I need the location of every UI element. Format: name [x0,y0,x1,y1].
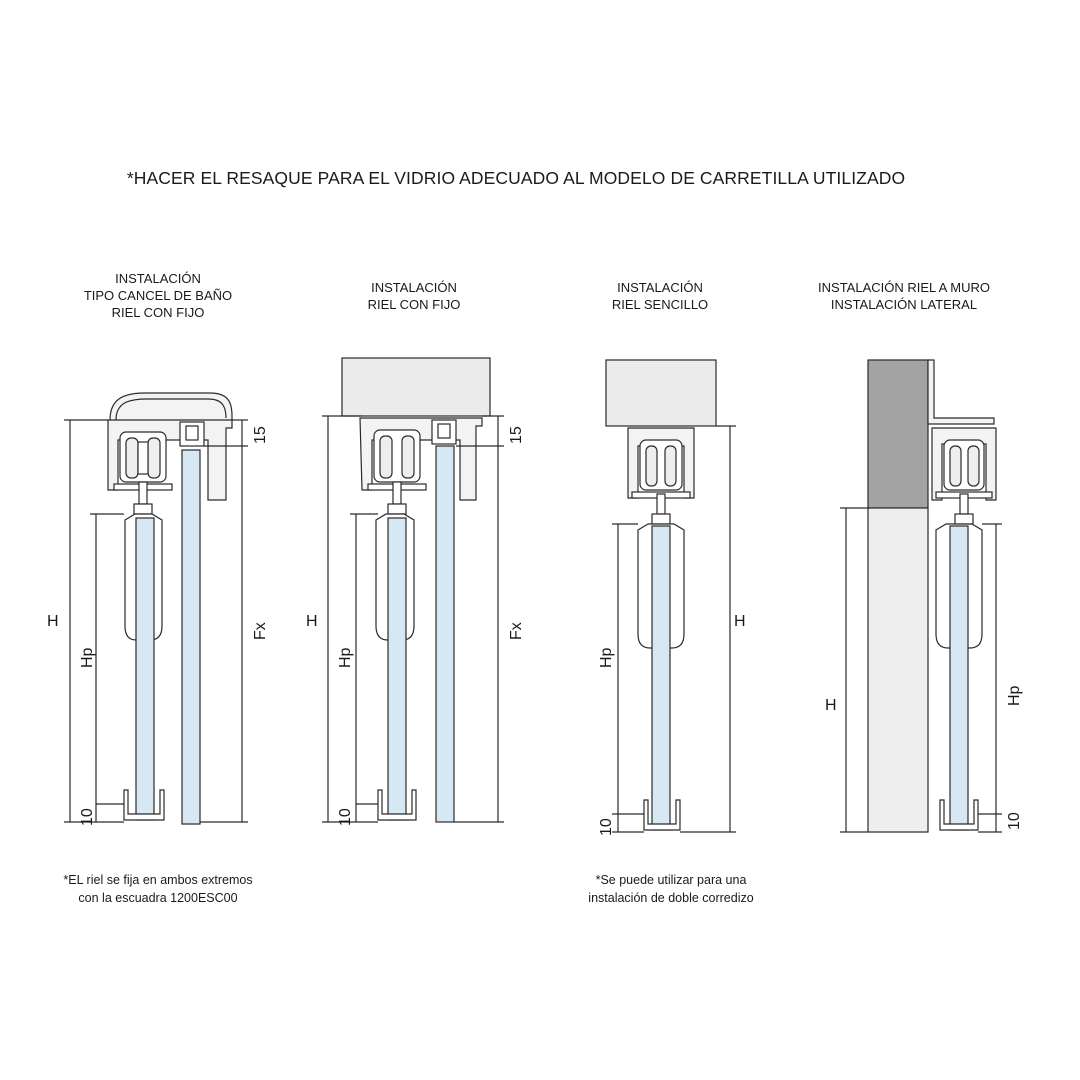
panel-2-dim-fixed: Fx [508,622,525,640]
panel-4-drawing: H Hp 10 [825,359,1023,833]
panel-2-title: INSTALACIÓN RIEL CON FIJO [284,279,544,313]
panel-4-wall-lower [867,507,929,833]
panel-2-dim-height: H [306,613,318,630]
panel-3-dim-door-height: Hp [598,647,615,668]
panel-1-footnote: *EL riel se fija en ambos extremos con l… [18,871,298,907]
panel-3-footnote-line-1: *Se puede utilizar para una [595,873,747,887]
panel-1-title-line-3: RIEL CON FIJO [111,305,205,320]
panel-1-title-line-1: INSTALACIÓN [115,271,201,286]
panel-3-footnote: *Se puede utilizar para una instalación … [531,871,811,907]
panel-2-dim-door-height: Hp [337,647,354,668]
panel-3-footnote-line-2: instalación de doble corredizo [588,891,754,905]
panel-4-sliding-glass [949,525,969,831]
panel-1-footnote-line-2: con la escuadra 1200ESC00 [78,891,238,905]
panel-3-bolt [656,493,666,515]
panel-2-title-line-1: INSTALACIÓN [371,280,457,295]
panel-3-dim-bottom: 10 [598,818,615,836]
panel-2-dim-bottom: 10 [337,808,354,826]
panel-1-dim-fixed: Fx [252,622,269,640]
panel-2-drawing: H Hp 10 Fx 15 [306,357,525,826]
panel-2-dim-top: 15 [508,426,525,444]
panel-1-bolt [138,481,148,505]
panel-2-sliding-glass [387,517,407,821]
panel-2-title-line-2: RIEL CON FIJO [367,297,461,312]
panel-2-ceiling [341,357,491,417]
main-note: *HACER EL RESAQUE PARA EL VIDRIO ADECUAD… [126,168,906,188]
panel-3-drawing: Hp 10 H [598,359,746,836]
panel-1-title-line-2: TIPO CANCEL DE BAÑO [83,288,233,303]
panel-3-ceiling [605,359,717,427]
panel-3-sliding-glass [651,525,671,831]
panel-4-bolt [959,493,969,515]
panel-1-sliding-glass [135,517,155,821]
panel-1-dim-top: 15 [252,426,269,444]
panel-4-wall-bracket [927,359,995,425]
panel-4-title-line-2: INSTALACIÓN LATERAL [830,297,978,312]
panel-2-bolt [392,481,402,505]
panel-4-title-line-1: INSTALACIÓN RIEL A MURO [818,280,990,295]
panel-2-floor-guide [377,789,417,821]
panel-2-fixed-glass [435,445,455,823]
panel-4-dim-door-height: Hp [1006,685,1023,706]
panel-1-cover-profile [109,392,233,422]
panel-1-footnote-line-1: *EL riel se fija en ambos extremos [63,873,253,887]
panel-1-title: INSTALACIÓN TIPO CANCEL DE BAÑO RIEL CON… [28,270,288,321]
panel-3-floor-guide [643,799,681,831]
panel-3-title-line-2: RIEL SENCILLO [611,297,709,312]
panel-1-dim-door-height: Hp [79,647,96,668]
panel-4-wall-upper [867,359,929,509]
panel-1-fixed-glass [181,449,201,825]
panel-4-dim-height: H [825,697,837,714]
panel-1-drawing: H Hp 10 Fx 15 [47,392,269,826]
panel-4-floor-guide [939,799,979,831]
panel-1-dim-bottom: 10 [79,808,96,826]
panel-1-floor-guide [123,789,165,821]
panel-3-title-line-1: INSTALACIÓN [617,280,703,295]
panel-1-dim-height: H [47,613,59,630]
panel-3-title: INSTALACIÓN RIEL SENCILLO [530,279,790,313]
panel-4-dim-bottom: 10 [1006,812,1023,830]
panel-3-dim-height: H [734,613,746,630]
panel-4-title: INSTALACIÓN RIEL A MURO INSTALACIÓN LATE… [774,279,1034,313]
